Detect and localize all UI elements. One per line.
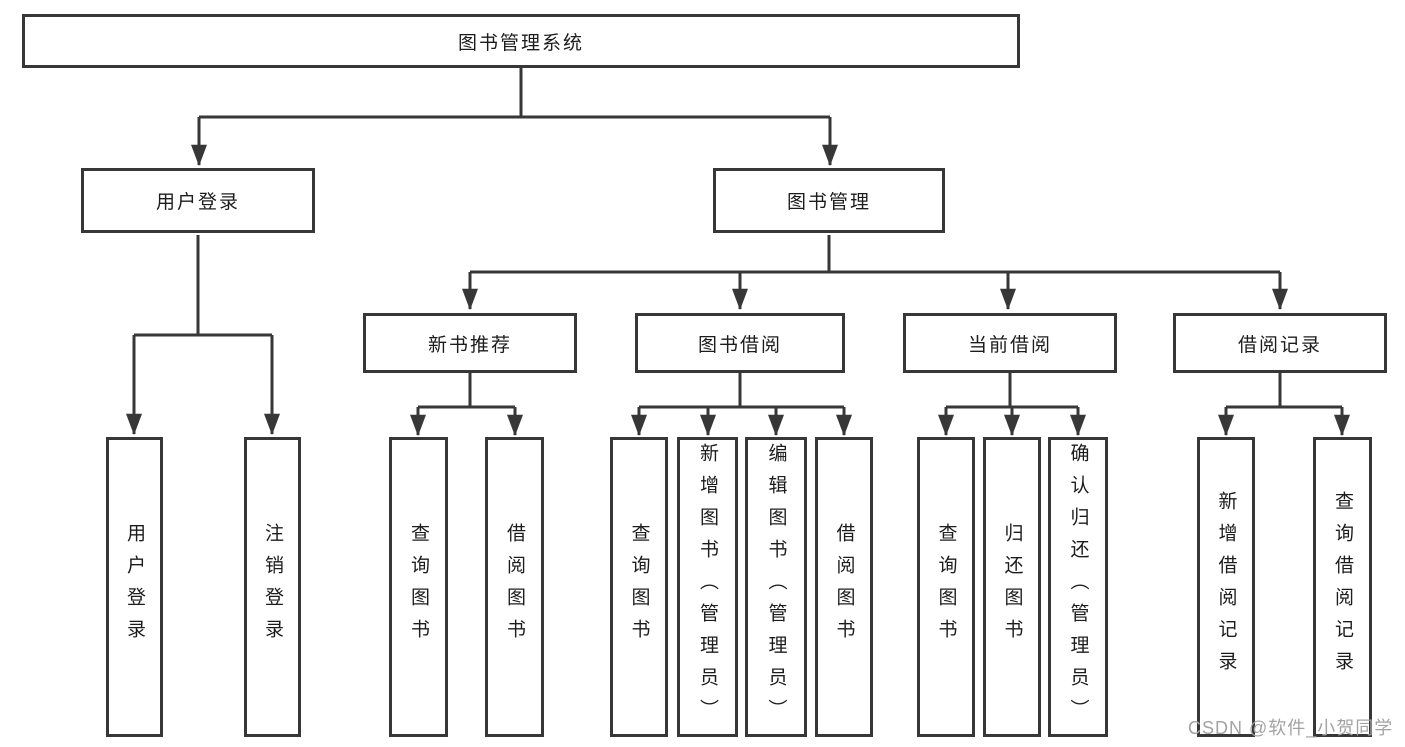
leaf-query-books-borrow: 查询图书 [610,437,668,737]
node-new-book-recommend: 新书推荐 [363,313,577,373]
leaf-add-books-admin: 新增图书（管理员） [677,437,738,737]
node-book-borrow: 图书借阅 [635,313,845,373]
borrow-record-branch-links [1218,373,1350,437]
node-current-borrow: 当前借阅 [903,313,1117,373]
leaf-add-borrow-record: 新增借阅记录 [1197,437,1255,737]
node-borrow-records: 借阅记录 [1173,313,1387,373]
new-book-branch-links [410,373,523,437]
node-user-login: 用户登录 [81,168,315,233]
leaf-borrow-books-recommend: 借阅图书 [485,437,544,737]
book-borrow-branch-links [631,373,852,437]
leaf-borrow-books: 借阅图书 [815,437,873,737]
leaf-user-login: 用户登录 [106,437,163,737]
csdn-watermark: CSDN @软件_小贺同学 [1188,718,1394,738]
leaf-query-borrow-record: 查询借阅记录 [1313,437,1372,737]
root-to-level2-links [191,68,838,167]
leaf-logout: 注销登录 [244,437,301,737]
leaf-confirm-return-admin: 确认归还（管理员） [1048,437,1108,737]
leaf-edit-books-admin: 编辑图书（管理员） [745,437,807,737]
node-root-library-system: 图书管理系统 [22,14,1020,68]
leaf-query-books-recommend: 查询图书 [389,437,448,737]
node-book-management: 图书管理 [713,168,945,233]
leaf-return-books: 归还图书 [983,437,1041,737]
leaf-query-books-current: 查询图书 [917,437,975,737]
user-login-branch-links [126,235,280,436]
current-borrow-branch-links [938,373,1086,437]
book-management-branch-links [462,235,1288,311]
